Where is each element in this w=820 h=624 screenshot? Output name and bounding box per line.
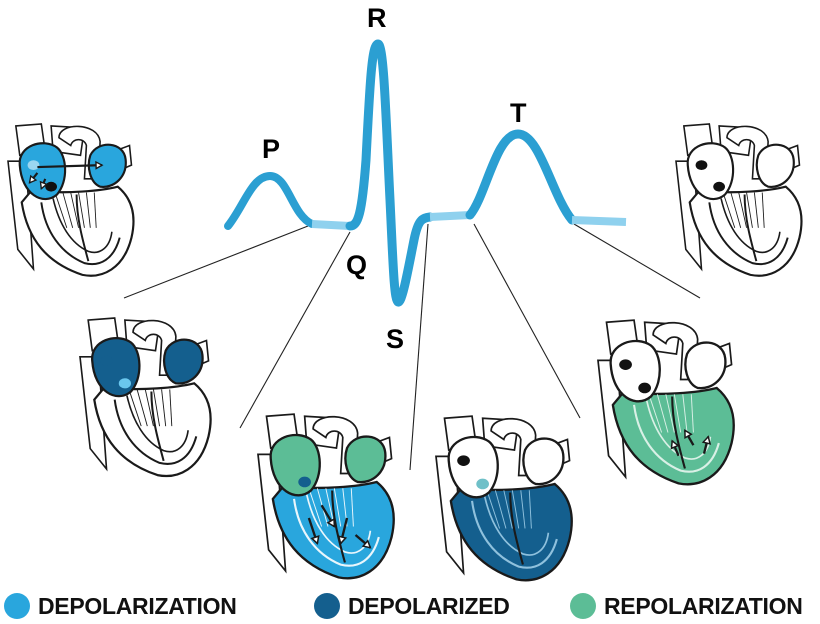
qrs-complex-segment [345,39,435,307]
repolarization-swatch [570,593,596,619]
s-wave-label: S [386,324,404,354]
connector-line [473,223,581,419]
legend-label-repolarization: REPOLARIZATION [604,592,803,619]
diagram-canvas: P R Q S T [7,3,803,582]
legend-label-depolarized: DEPOLARIZED [348,592,510,619]
heart-resting-icon [675,123,803,277]
legend-item-depolarization: DEPOLARIZATION [4,592,237,620]
heart-illustrations [7,123,803,582]
pr-segment [311,220,351,230]
connector-line [123,225,309,299]
legend-item-depolarized: DEPOLARIZED [314,592,510,620]
connector-line [239,231,351,429]
heart-ventricles-depolarized-icon [435,415,573,582]
heart-ventricles-repolarizing-icon [597,319,735,486]
ecg-waveform: P R Q S T [224,3,627,354]
legend-item-repolarization: REPOLARIZATION [570,592,803,620]
r-wave-label: R [367,3,387,33]
legend-label-depolarization: DEPOLARIZATION [38,592,237,619]
st-segment [429,211,471,221]
heart-atria-depolarization-icon [7,123,135,277]
p-wave-segment [224,171,316,230]
depolarized-swatch [314,593,340,619]
t-wave-label: T [510,98,527,128]
q-wave-label: Q [346,250,367,280]
depolarization-swatch [4,593,30,619]
p-wave-label: P [262,134,280,164]
heart-ventricles-depolarizing-icon [257,413,395,580]
connector-line [573,223,701,299]
connector-lines [123,223,701,471]
t-wave-segment [465,129,577,225]
tp-segment [571,216,627,226]
heart-atria-depolarized-icon [79,317,212,478]
connector-line [409,223,429,471]
legend: DEPOLARIZATION DEPOLARIZED REPOLARIZATIO… [0,590,820,624]
